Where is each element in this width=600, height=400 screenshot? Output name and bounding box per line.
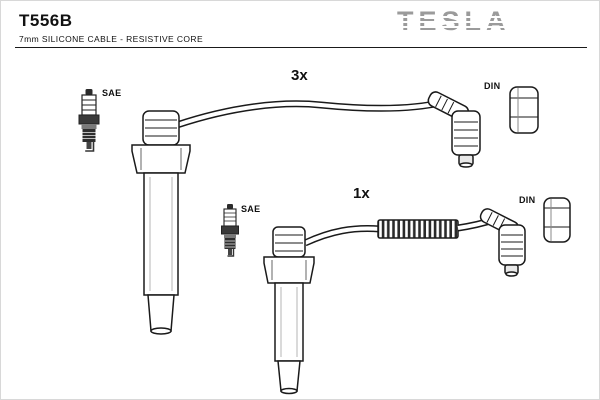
- din-label-bottom: DIN: [519, 195, 536, 205]
- sae-label-top: SAE: [102, 88, 122, 98]
- din-terminal-icon-small: [543, 197, 571, 243]
- cable-assembly-bottom: [221, 197, 571, 395]
- quantity-label-top: 3x: [291, 67, 308, 84]
- spark-plug-icon-small: [221, 204, 239, 257]
- sae-label-bottom: SAE: [241, 204, 261, 214]
- din-terminal-icon: [509, 86, 539, 134]
- cable-top: [175, 98, 445, 129]
- part-number: T556B: [19, 11, 73, 30]
- product-subtitle: 7mm SILICONE CABLE - RESISTIVE CORE: [19, 34, 204, 44]
- brand-logo-text: TESLA: [397, 6, 511, 36]
- header-divider: [15, 47, 587, 48]
- quantity-label-bottom: 1x: [353, 185, 370, 202]
- spark-plug-boot-small: [263, 226, 315, 395]
- spark-plug-boot: [131, 110, 191, 335]
- cable-assembly-top: [78, 86, 539, 335]
- din-elbow-connector: [427, 91, 481, 168]
- brand-logo: TESLA: [397, 7, 547, 37]
- corrugated-sleeve: [377, 219, 459, 239]
- cable-bottom-left: [303, 225, 381, 247]
- spark-plug-icon: [78, 89, 100, 152]
- din-label-top: DIN: [484, 81, 501, 91]
- din-elbow-connector-small: [479, 208, 526, 277]
